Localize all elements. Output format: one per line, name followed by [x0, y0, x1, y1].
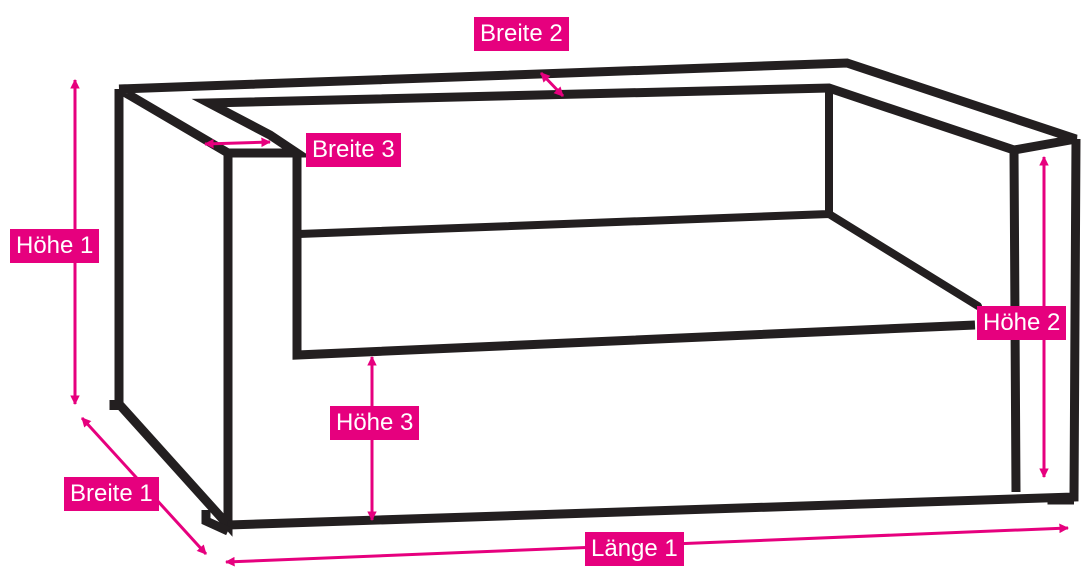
arrow-breite-2 — [539, 71, 565, 98]
sofa-seat-back-line — [295, 84, 982, 310]
label-hoehe-3: Höhe 3 — [330, 406, 420, 440]
sofa-seat-front — [292, 153, 976, 360]
arrow-breite-3 — [204, 137, 271, 149]
sofa-left-side — [114, 89, 233, 537]
label-hoehe-1: Höhe 1 — [10, 229, 100, 263]
label-hoehe-2: Höhe 2 — [977, 306, 1067, 340]
label-breite-2: Breite 2 — [474, 17, 569, 51]
label-laenge-1: Länge 1 — [585, 532, 684, 566]
label-breite-3: Breite 3 — [306, 133, 401, 167]
sofa-left-back-armrest — [116, 58, 1078, 158]
sofa-outline — [109, 58, 1081, 537]
sofa-front — [227, 138, 1081, 530]
sofa-foot-right — [1047, 495, 1074, 505]
label-breite-1: Breite 1 — [64, 477, 159, 511]
